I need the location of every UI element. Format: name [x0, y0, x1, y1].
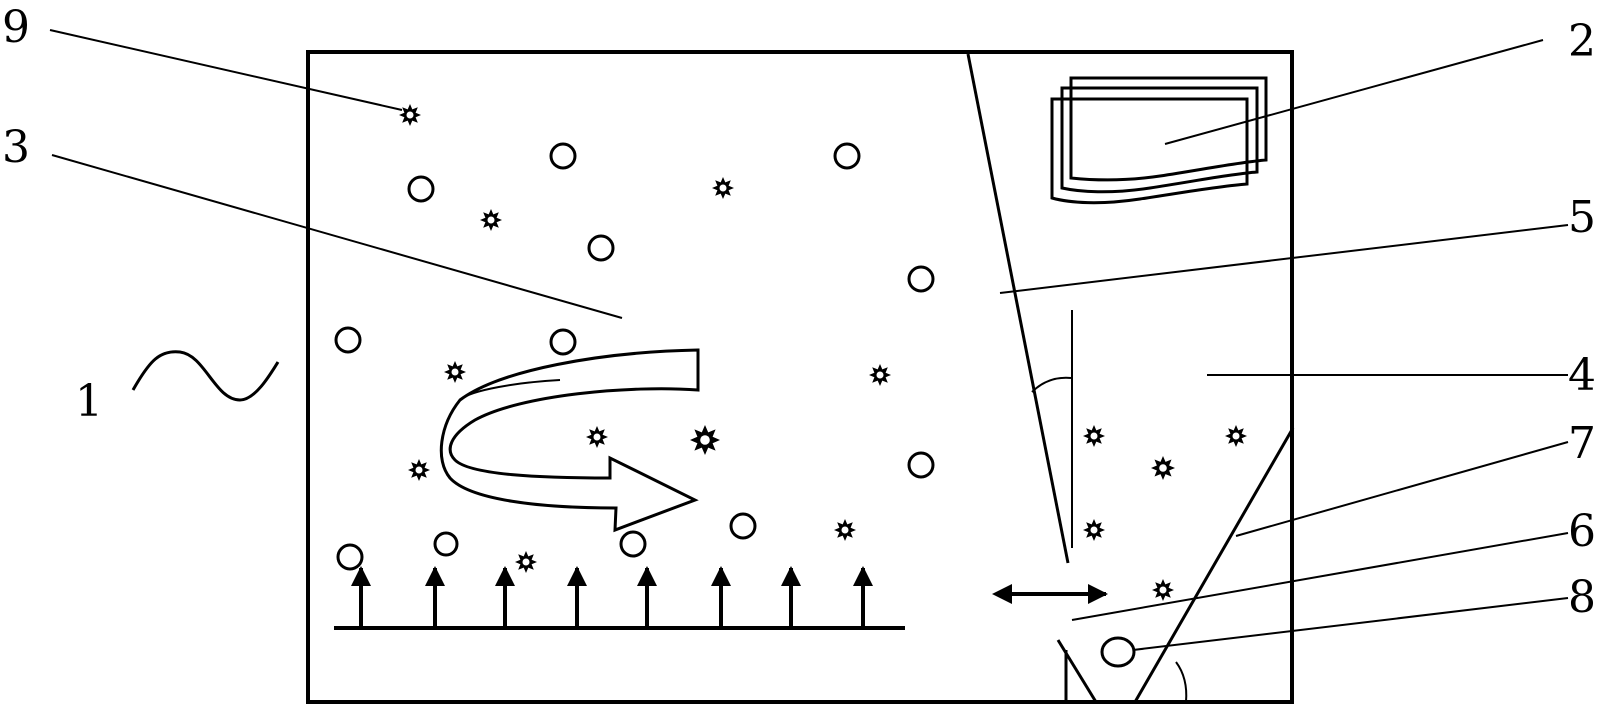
star-particle	[1225, 425, 1247, 447]
star-particles	[399, 104, 1247, 601]
label-8: 8	[1568, 572, 1596, 623]
star-particle	[1083, 519, 1105, 541]
label-2: 2	[1568, 16, 1596, 67]
label-3: 3	[2, 122, 30, 173]
star-particle	[1151, 456, 1175, 480]
label-1: 1	[75, 376, 103, 427]
star-particle	[690, 425, 720, 455]
star-particle	[444, 361, 466, 383]
circle-particles	[334, 142, 935, 571]
star-particle	[515, 551, 537, 573]
leader-lines	[49, 29, 1569, 651]
inclined-plate	[1133, 427, 1295, 703]
inclined-partition	[966, 53, 1070, 564]
star-particle	[399, 104, 421, 126]
label-6: 6	[1568, 506, 1596, 557]
star-particle	[712, 177, 734, 199]
star-particle	[480, 209, 502, 231]
swirl-arrow	[439, 348, 700, 533]
star-particle	[586, 426, 608, 448]
upward-gas-arrows	[351, 566, 873, 626]
star-particle	[869, 364, 891, 386]
star-particle	[1152, 579, 1174, 601]
filter-element	[1050, 76, 1268, 205]
plate-angle-arc	[1175, 661, 1188, 703]
partition-angle-arc	[1031, 376, 1072, 393]
outlet-left-wall	[1056, 639, 1098, 703]
wave-symbol	[131, 350, 280, 402]
label-4: 4	[1568, 350, 1596, 401]
star-particle	[1083, 425, 1105, 447]
outlet-particle	[1100, 636, 1136, 668]
chamber-outline	[306, 50, 1294, 704]
star-particle	[408, 459, 430, 481]
label-7: 7	[1568, 418, 1596, 469]
label-5: 5	[1568, 192, 1596, 243]
label-9: 9	[2, 2, 30, 53]
star-particle	[834, 519, 856, 541]
